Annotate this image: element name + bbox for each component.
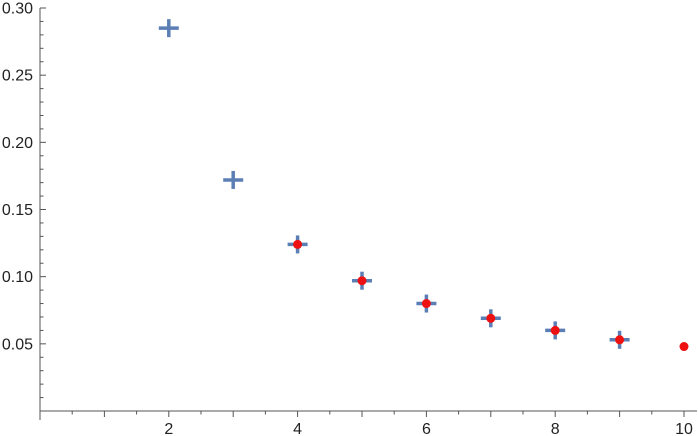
x-tick-label: 4 <box>293 421 302 436</box>
y-tick-label: 0.05 <box>2 336 33 353</box>
red-dot-mark <box>293 239 303 249</box>
y-tick-label: 0.20 <box>2 135 33 152</box>
y-tick-label: 0.15 <box>2 202 33 219</box>
red-dot-mark <box>550 325 560 335</box>
red-dot-mark <box>486 313 496 323</box>
y-tick-label: 0.10 <box>2 269 33 286</box>
data-marks <box>158 19 689 352</box>
y-tick-labels: 0.05 0.10 0.15 0.20 0.25 0.30 <box>2 1 33 354</box>
red-dot-mark <box>357 276 367 286</box>
x-tick-label: 8 <box>551 421 560 436</box>
red-dot-mark <box>421 299 431 309</box>
error-cross-mark <box>158 19 179 38</box>
x-tick-label: 10 <box>675 421 693 436</box>
x-tick-label: 6 <box>422 421 431 436</box>
y-tick-label: 0.30 <box>2 1 33 18</box>
x-tick-labels: 2 4 6 8 10 <box>164 421 693 436</box>
red-dot-mark <box>615 335 625 345</box>
error-cross-mark <box>223 170 244 189</box>
y-tick-label: 0.25 <box>2 68 33 85</box>
x-tick-label: 2 <box>164 421 173 436</box>
red-dot-mark <box>679 342 689 352</box>
axis-ticks <box>40 7 685 417</box>
